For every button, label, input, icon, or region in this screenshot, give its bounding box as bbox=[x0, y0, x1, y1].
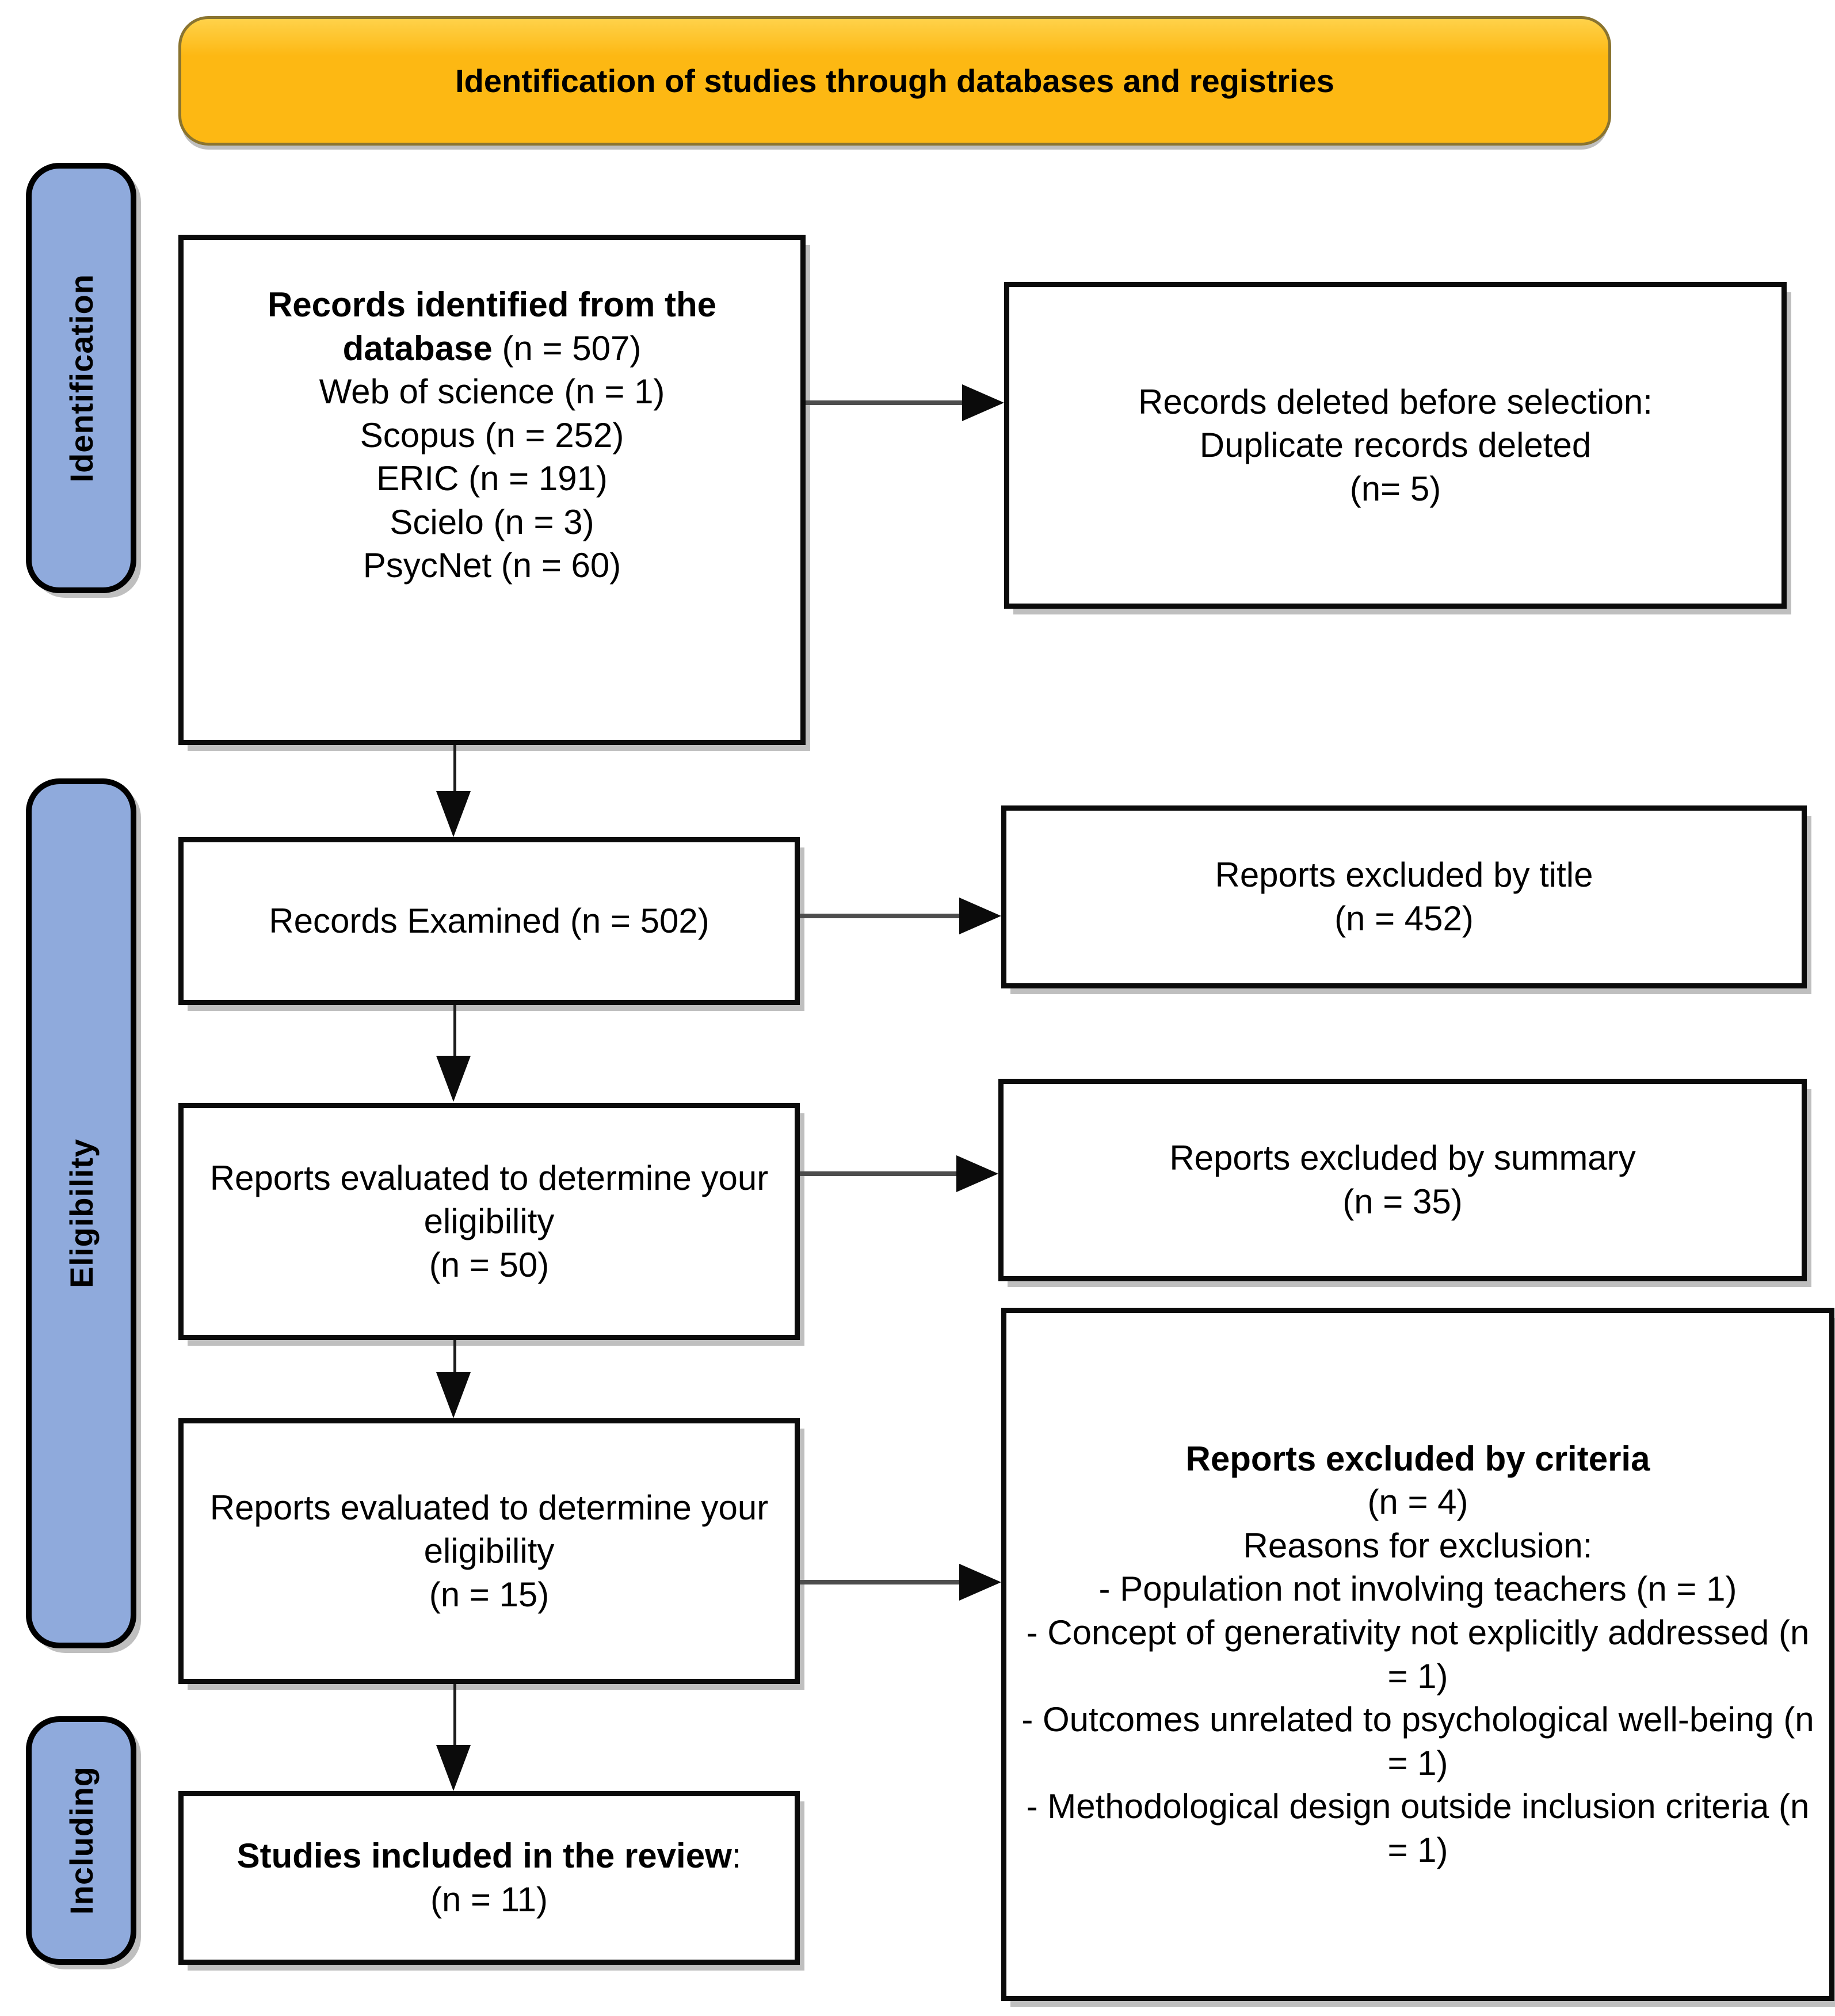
excluded-summary-line: Reports excluded by summary bbox=[1169, 1139, 1636, 1178]
stage-label-including-text: Including bbox=[63, 1766, 100, 1915]
excluded-criteria-reason: - Methodological design outside inclusio… bbox=[1026, 1787, 1810, 1869]
reports-evaluated-50-text: Reports evaluated to determine your elig… bbox=[209, 1158, 769, 1241]
records-identified-heading-count: (n = 507) bbox=[492, 329, 642, 368]
stage-label-identification-text: Identification bbox=[63, 273, 100, 483]
reports-evaluated-15-count: (n = 15) bbox=[429, 1575, 550, 1614]
box-records-identified: Records identified from the database (n … bbox=[178, 235, 806, 745]
arrow-identified-to-examined-head bbox=[436, 791, 471, 837]
arrow-evaluated50-to-evaluated15-head bbox=[436, 1372, 471, 1418]
source-scielo: Scielo (n = 3) bbox=[390, 502, 594, 541]
box-records-examined: Records Examined (n = 502) bbox=[178, 837, 800, 1005]
arrow-evaluated15-to-included-head bbox=[436, 1745, 471, 1791]
arrow-evaluated15-to-included-line bbox=[453, 1684, 456, 1746]
reports-evaluated-50-count: (n = 50) bbox=[429, 1245, 550, 1284]
box-excluded-by-title: Reports excluded by title (n = 452) bbox=[1001, 805, 1807, 988]
box-reports-evaluated-50: Reports evaluated to determine your elig… bbox=[178, 1103, 800, 1340]
box-reports-evaluated-15: Reports evaluated to determine your elig… bbox=[178, 1418, 800, 1684]
excluded-criteria-count: (n = 4) bbox=[1367, 1483, 1468, 1522]
excluded-criteria-heading: Reports excluded by criteria bbox=[1185, 1439, 1650, 1478]
arrow-evaluated50-to-evaluated15-line bbox=[453, 1340, 456, 1373]
arrow-identified-to-deleted-head bbox=[962, 384, 1004, 421]
arrow-evaluated50-to-excluded-summary-line bbox=[800, 1171, 957, 1176]
box-studies-included: Studies included in the review: (n = 11) bbox=[178, 1791, 800, 1965]
box-excluded-by-criteria: Reports excluded by criteria (n = 4) Rea… bbox=[1001, 1308, 1834, 2001]
excluded-criteria-reason: - Concept of generativity not explicitly… bbox=[1026, 1613, 1810, 1696]
records-examined-text: Records Examined (n = 502) bbox=[269, 902, 709, 941]
excluded-summary-count: (n = 35) bbox=[1342, 1182, 1463, 1221]
box-excluded-by-summary: Reports excluded by summary (n = 35) bbox=[998, 1079, 1807, 1281]
studies-included-heading-bold: Studies included in the review bbox=[236, 1836, 732, 1876]
excluded-criteria-reasons-label: Reasons for exclusion: bbox=[1243, 1526, 1593, 1565]
banner-title: Identification of studies through databa… bbox=[178, 16, 1611, 146]
stage-label-identification: Identification bbox=[26, 163, 136, 593]
studies-included-heading-colon: : bbox=[731, 1836, 742, 1876]
records-deleted-count: (n= 5) bbox=[1349, 469, 1441, 508]
arrow-examined-to-excluded-title-head bbox=[959, 898, 1001, 934]
records-deleted-line: Records deleted before selection: bbox=[1138, 382, 1653, 421]
excluded-criteria-reason: - Outcomes unrelated to psychological we… bbox=[1021, 1700, 1814, 1782]
stage-label-eligibility-text: Eligibility bbox=[63, 1139, 100, 1288]
arrow-identified-to-deleted-line bbox=[806, 400, 963, 405]
excluded-criteria-reason: - Population not involving teachers (n =… bbox=[1098, 1570, 1737, 1609]
excluded-title-line: Reports excluded by title bbox=[1215, 856, 1593, 895]
records-identified-heading: Records identified from the database (n … bbox=[207, 283, 777, 370]
source-psycnet: PsycNet (n = 60) bbox=[363, 546, 621, 585]
reports-evaluated-15-text: Reports evaluated to determine your elig… bbox=[209, 1488, 769, 1571]
source-web-of-science: Web of science (n = 1) bbox=[319, 372, 665, 411]
arrow-evaluated50-to-excluded-summary-head bbox=[956, 1155, 998, 1192]
records-identified-heading-bold: Records identified from the database bbox=[267, 285, 717, 368]
banner-title-text: Identification of studies through databa… bbox=[455, 63, 1334, 99]
studies-included-heading: Studies included in the review: bbox=[237, 1834, 742, 1878]
arrow-examined-to-evaluated50-line bbox=[453, 1005, 456, 1057]
arrow-examined-to-excluded-title-line bbox=[800, 914, 960, 918]
records-deleted-line: Duplicate records deleted bbox=[1199, 426, 1592, 465]
arrow-examined-to-evaluated50-head bbox=[436, 1056, 471, 1102]
source-eric: ERIC (n = 191) bbox=[376, 459, 608, 498]
stage-label-eligibility: Eligibility bbox=[26, 778, 136, 1648]
stage-label-including: Including bbox=[26, 1716, 136, 1965]
excluded-title-count: (n = 452) bbox=[1334, 899, 1474, 938]
arrow-evaluated15-to-excluded-criteria-line bbox=[800, 1580, 960, 1584]
arrow-identified-to-examined-line bbox=[453, 745, 456, 792]
box-records-deleted: Records deleted before selection: Duplic… bbox=[1004, 282, 1787, 609]
source-scopus: Scopus (n = 252) bbox=[360, 415, 624, 455]
arrow-evaluated15-to-excluded-criteria-head bbox=[959, 1564, 1001, 1601]
studies-included-count: (n = 11) bbox=[430, 1880, 548, 1919]
